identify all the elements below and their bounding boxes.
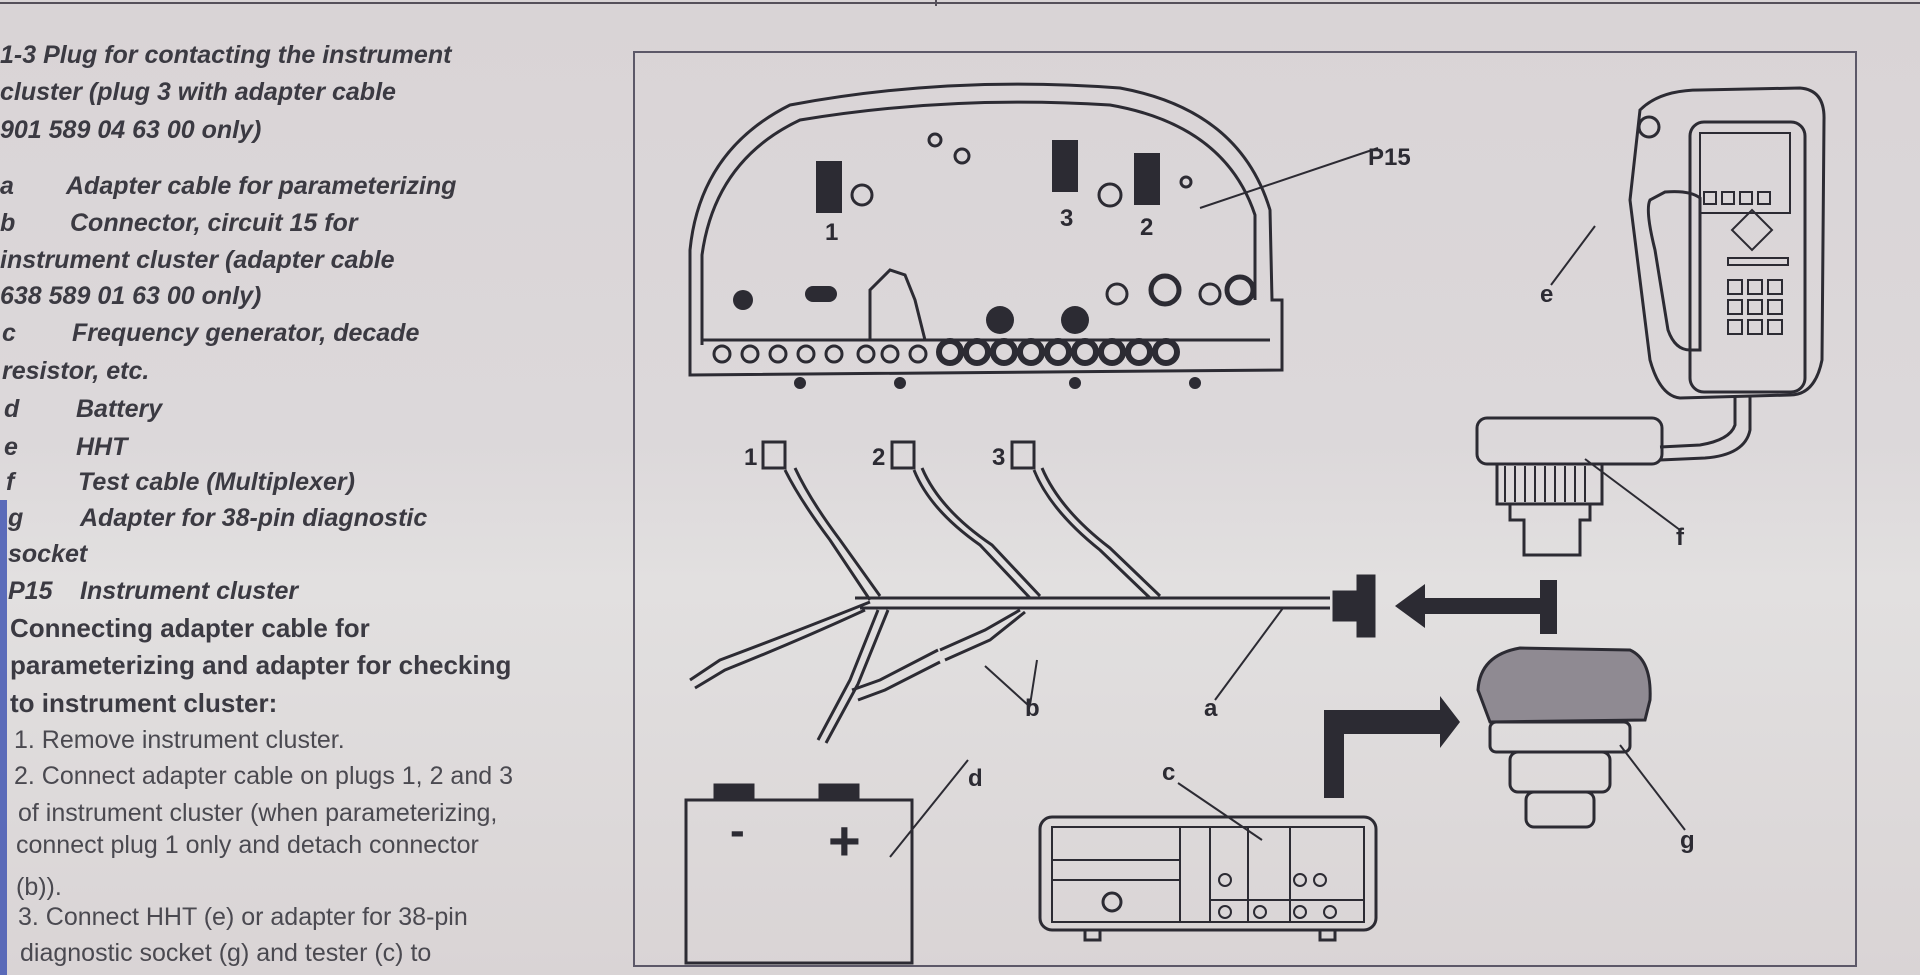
adapter-cable-harness xyxy=(689,440,1376,744)
label-b: b xyxy=(1025,695,1040,722)
legend-key: a xyxy=(0,172,14,200)
p15-leader xyxy=(1199,147,1379,209)
cluster-plug-1-label: 1 xyxy=(825,219,838,246)
legend-key: g xyxy=(8,504,24,532)
a-leader xyxy=(1214,607,1284,701)
top-divider xyxy=(935,0,937,6)
section-heading: to instrument cluster: xyxy=(10,688,278,718)
legend-intro-line: cluster (plug 3 with adapter cable xyxy=(0,78,396,106)
label-f: f xyxy=(1676,524,1685,551)
legend-key: e xyxy=(4,433,18,461)
tester-device xyxy=(1038,815,1378,942)
legend-intro-line: 1-3 Plug for contacting the instrument xyxy=(0,41,452,69)
label-c: c xyxy=(1162,759,1175,786)
cluster-plug-3-label: 3 xyxy=(1060,205,1073,232)
legend-text: Connector, circuit 15 for xyxy=(70,209,358,237)
legend-item-b: b Connector, circuit 15 for xyxy=(0,208,358,238)
legend-item-c: c Frequency generator, decade xyxy=(2,318,419,348)
step-line: of instrument cluster (when parameterizi… xyxy=(18,799,498,827)
legend-text: Test cable (Multiplexer) xyxy=(78,468,355,496)
step-line: 1. Remove instrument cluster. xyxy=(14,726,345,754)
section-heading: Connecting adapter cable for xyxy=(10,613,370,643)
label-p15: P15 xyxy=(1368,144,1411,171)
step-line: 3. Connect HHT (e) or adapter for 38-pin xyxy=(18,903,468,931)
cluster-plug-2-label: 2 xyxy=(1140,214,1153,241)
legend-text: Battery xyxy=(76,395,163,423)
legend-item-a: a Adapter cable for parameterizing xyxy=(0,171,456,201)
label-a: a xyxy=(1204,695,1218,722)
legend-intro-line: 901 589 04 63 00 only) xyxy=(0,116,262,144)
label-d: d xyxy=(968,765,983,792)
step-line: 2. Connect adapter cable on plugs 1, 2 a… xyxy=(14,762,513,790)
battery xyxy=(684,783,914,965)
harness-plug-1-label: 1 xyxy=(744,444,757,471)
cluster-sockets xyxy=(712,132,1256,366)
legend-item-g: g Adapter for 38-pin diagnostic xyxy=(8,503,427,533)
step-line: diagnostic socket (g) and tester (c) to xyxy=(20,939,432,967)
test-cable-connector xyxy=(1475,416,1664,557)
battery-plus-label: + xyxy=(828,809,861,872)
legend-text-cont: socket xyxy=(8,540,88,568)
step-line: connect plug 1 only and detach connector xyxy=(16,831,479,859)
c-leader xyxy=(1177,782,1263,841)
b-leader xyxy=(984,659,1038,706)
diagram-frame xyxy=(633,51,1857,967)
legend-text-cont: instrument cluster (adapter cable xyxy=(0,246,395,274)
legend-text: Adapter cable for parameterizing xyxy=(66,172,457,200)
legend-text-cont: resistor, etc. xyxy=(2,357,150,385)
legend-key: f xyxy=(6,468,15,496)
legend-key: b xyxy=(0,209,16,237)
legend-item-d: d Battery xyxy=(4,394,162,424)
harness-plug-3-label: 3 xyxy=(992,444,1005,471)
section-heading: parameterizing and adapter for checking xyxy=(10,650,512,680)
legend-text: HHT xyxy=(76,433,128,461)
harness-plug-2-label: 2 xyxy=(872,444,885,471)
hht-device xyxy=(1628,86,1826,462)
arrow-left-icon xyxy=(1395,580,1557,634)
d-leader xyxy=(889,759,969,858)
window-edge xyxy=(0,500,7,975)
legend-item-p15: P15 Instrument cluster xyxy=(8,576,298,606)
e-leader xyxy=(1550,225,1596,286)
battery-minus-label: - xyxy=(730,806,745,855)
legend-text: Instrument cluster xyxy=(80,577,299,605)
f-leader xyxy=(1584,458,1681,531)
legend-text: Frequency generator, decade xyxy=(72,319,420,347)
legend-text: Adapter for 38-pin diagnostic xyxy=(80,504,428,532)
legend-key: d xyxy=(4,395,20,423)
step-line: (b)). xyxy=(16,873,62,901)
arrow-right-l-icon xyxy=(1324,696,1460,798)
legend-text-cont: 638 589 01 63 00 only) xyxy=(0,282,262,310)
legend-item-f: f Test cable (Multiplexer) xyxy=(6,467,355,497)
instrument-cluster xyxy=(688,82,1284,377)
label-g: g xyxy=(1680,827,1695,854)
legend-key: c xyxy=(2,319,16,347)
diagnostic-adapter xyxy=(1476,646,1652,829)
top-border xyxy=(0,2,1920,4)
legend-item-e: e HHT xyxy=(4,432,127,462)
label-e: e xyxy=(1540,281,1553,308)
g-leader xyxy=(1619,744,1686,831)
legend-key: P15 xyxy=(8,577,53,605)
